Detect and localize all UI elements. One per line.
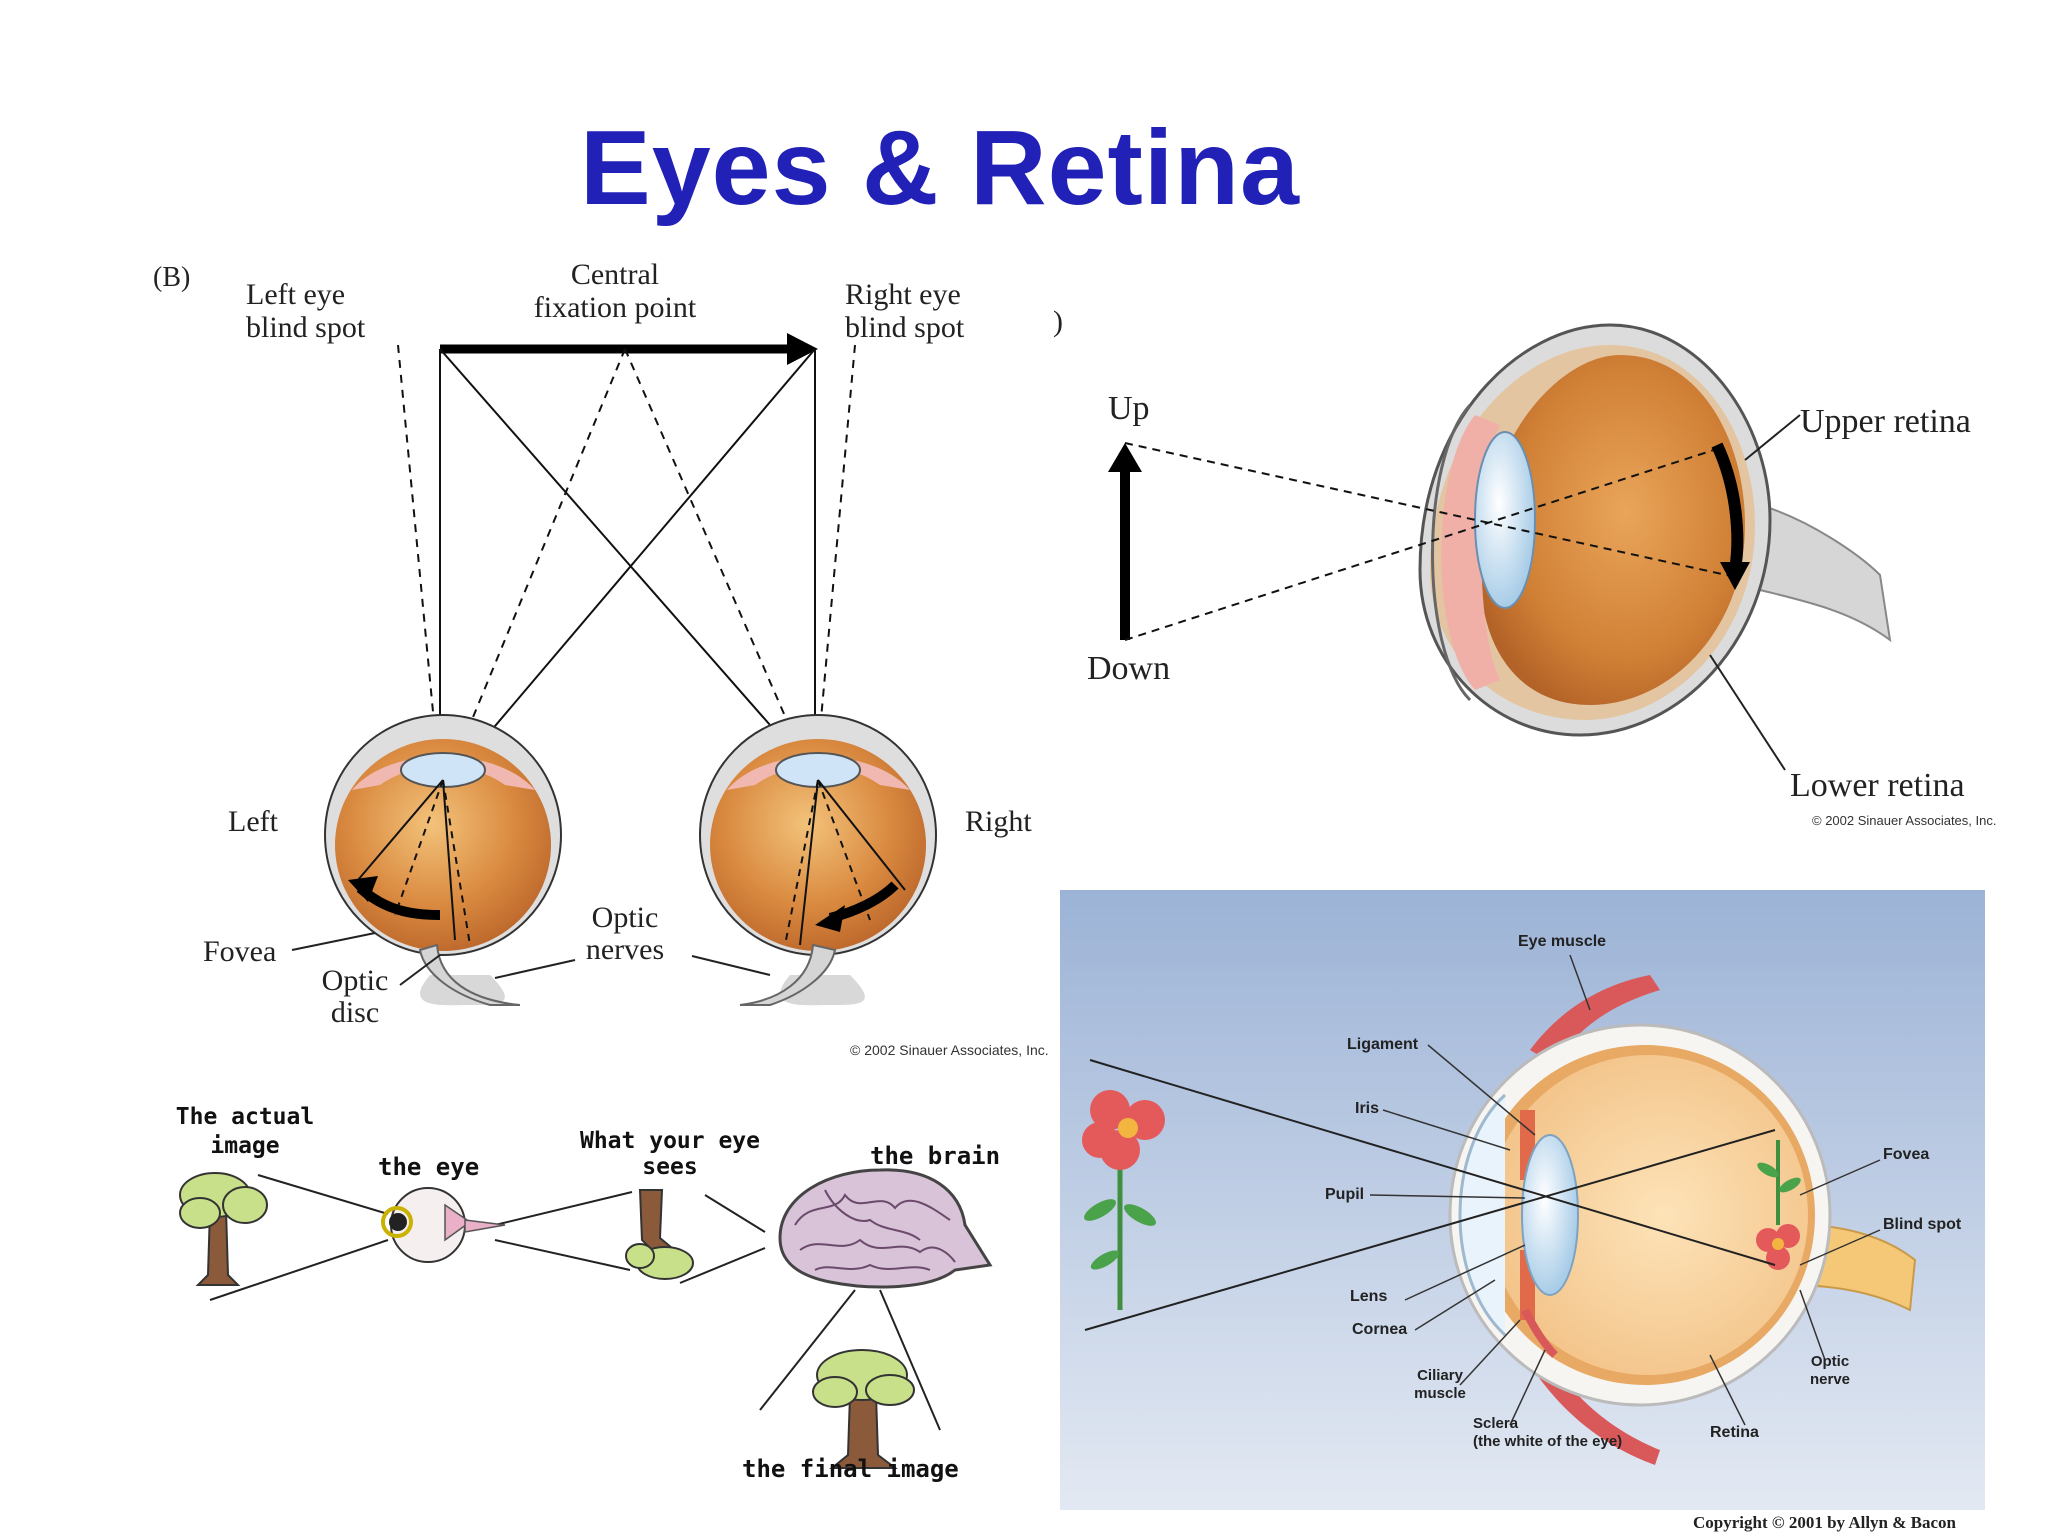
label-lens: Lens [1350,1288,1388,1305]
label-down: Down [1087,650,1171,687]
pointer-lines-retina [1709,414,1801,771]
label-cornea: Cornea [1352,1321,1408,1338]
up-arrowhead [1108,443,1142,472]
retina-optic-nerve [1759,503,1892,643]
label-ligament: Ligament [1347,1036,1419,1053]
figure-retina-inversion [1108,323,1892,771]
retina-vitreous [1480,355,1745,705]
label-left-eye-blind-spot: Left eye blind spot [246,278,366,344]
actual-image-tree [179,1172,268,1286]
anatomy-vitreous [1488,1055,1808,1375]
sketch-brain [778,1168,993,1289]
figure-eye-anatomy [1060,890,1985,1510]
paren-mark: ) [1053,305,1063,338]
label-optic-disc: Optic disc [321,964,389,1029]
label-final-image: the final image [742,1455,959,1483]
label-blind-spot: Blind spot [1883,1216,1962,1233]
anatomy-lens [1521,1134,1579,1296]
label-eye-muscle: Eye muscle [1518,933,1607,950]
retina-iris [1441,415,1500,690]
label-up: Up [1108,390,1150,427]
copyright-anatomy: Copyright © 2001 by Allyn & Bacon [1693,1513,1957,1532]
label-pupil: Pupil [1325,1186,1365,1203]
pointer-lines-anatomy [1369,954,1881,1426]
optic-nerve-shapes [418,943,837,1006]
label-iris: Iris [1355,1100,1380,1117]
label-left: Left [228,805,278,838]
retina-rays [1124,442,1741,641]
label-sclera: Sclera (the white of the eye) [1473,1415,1623,1450]
anatomy-rays [1084,1059,1776,1331]
dashed-ray-lines [397,344,856,786]
label-ciliary-muscle: Ciliary muscle [1414,1367,1466,1402]
final-image-tree [812,1349,915,1469]
figure-binocular [291,333,937,1006]
label-right-eye-blind-spot: Right eye blind spot [845,278,965,344]
page-title: Eyes & Retina [580,109,1300,227]
label-fovea-anatomy: Fovea [1883,1146,1930,1163]
copyright-b: © 2002 Sinauer Associates, Inc. [850,1042,1049,1058]
copyright-retina: © 2002 Sinauer Associates, Inc. [1812,813,1997,828]
panel-label-b: (B) [153,262,191,293]
label-the-brain: the brain [870,1142,1001,1170]
label-lower-retina: Lower retina [1790,767,1965,804]
label-central-fixation-point: Central fixation point [533,258,697,324]
label-optic-nerve: Optic nerve [1809,1353,1851,1388]
label-actual-image: The actual image [175,1104,315,1159]
label-retina: Retina [1710,1424,1759,1441]
left-eye-drawing [324,714,562,1006]
label-optic-nerves: Optic nerves [585,901,665,966]
retina-lens [1474,431,1536,609]
label-upper-retina: Upper retina [1800,403,1971,440]
flower-drawing [1082,1090,1165,1310]
label-what-your-eye-sees: What your eye sees [579,1128,760,1180]
fixation-arrowhead [787,333,818,365]
figure-sketch-pathway [179,1168,993,1469]
label-fovea: Fovea [203,935,277,968]
pointer-lines-b [291,932,771,986]
label-right: Right [965,805,1032,838]
sketch-eye [381,1187,506,1263]
eye-sees-inverted-tree [625,1189,694,1280]
label-the-eye: the eye [378,1153,480,1181]
solid-ray-lines [439,348,821,786]
right-eye-drawing [699,714,937,1006]
retina-image-arrow [1711,442,1744,571]
